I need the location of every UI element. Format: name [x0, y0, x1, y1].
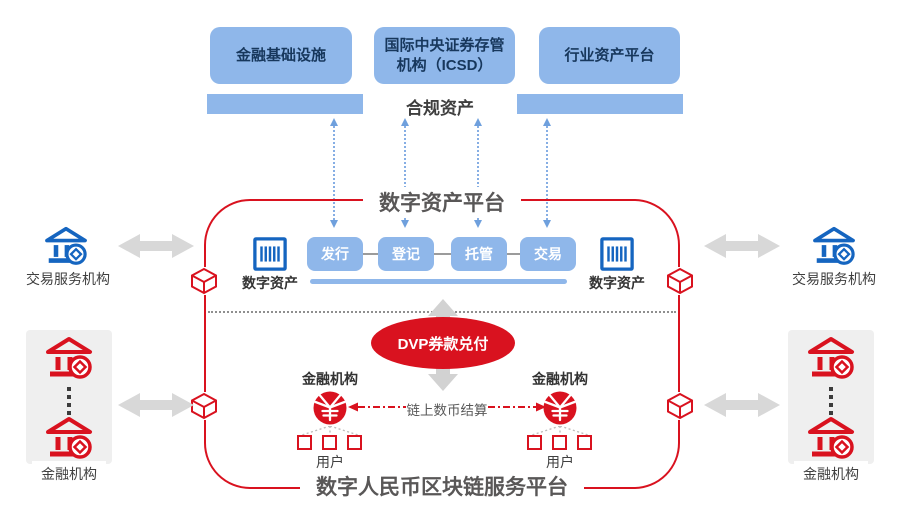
cube-icon: [190, 267, 218, 295]
double-arrow-icon: [118, 234, 194, 258]
ellipsis-dots: [67, 387, 71, 415]
barcode-icon: [600, 237, 634, 271]
financial-institution-label-left: 金融机构: [302, 371, 358, 387]
financial-institution-group-label-right: 金融机构: [794, 461, 868, 487]
bank-icon: [46, 417, 92, 459]
connector-line: [434, 253, 451, 255]
asset-platform-title: 数字资产平台: [363, 187, 521, 217]
bank-icon: [808, 337, 854, 379]
compliant-assets-bar-left: [207, 94, 363, 114]
users-label-right: 用户: [546, 454, 574, 470]
user-node: [527, 435, 542, 450]
bank-icon: [46, 337, 92, 379]
financial-institution-label-right: 金融机构: [532, 371, 588, 387]
digital-asset-label-right: 数字资产: [589, 275, 645, 291]
ellipsis-dots: [829, 387, 833, 415]
digital-asset-label-left: 数字资产: [242, 275, 298, 291]
box-financial-infrastructure: 金融基础设施: [210, 27, 352, 84]
user-node: [322, 435, 337, 450]
process-box-trade: 交易: [520, 237, 576, 271]
trading-service-label-right: 交易服务机构: [792, 271, 876, 287]
rmb-platform-title: 数字人民币区块链服务平台: [300, 471, 584, 501]
process-box-register: 登记: [378, 237, 434, 271]
user-node: [347, 435, 362, 450]
barcode-icon: [253, 237, 287, 271]
yuan-coin-icon: [313, 391, 347, 425]
dvp-badge: DVP券款兑付: [371, 317, 515, 369]
trading-service-label-left: 交易服务机构: [26, 271, 110, 287]
double-arrow-icon: [704, 234, 780, 258]
fan-lines: [301, 426, 359, 435]
user-node: [552, 435, 567, 450]
settlement-arrow-right: [488, 402, 546, 412]
dotted-flow-arrow: [543, 118, 551, 228]
process-underline-bar: [310, 279, 567, 284]
financial-institution-group-label-left: 金融机构: [32, 461, 106, 487]
cube-icon: [666, 392, 694, 420]
financial-institutions-group-right: [788, 330, 874, 464]
user-node: [297, 435, 312, 450]
box-icsd: 国际中央证券存管机构（ICSD）: [374, 27, 515, 84]
bank-icon: [808, 417, 854, 459]
user-node: [577, 435, 592, 450]
double-arrow-icon: [118, 393, 194, 417]
connector-line: [507, 253, 520, 255]
double-arrow-icon: [704, 393, 780, 417]
process-box-custody: 托管: [451, 237, 507, 271]
connector-line: [363, 253, 378, 255]
cube-icon: [190, 392, 218, 420]
dotted-flow-arrow: [474, 118, 482, 228]
dotted-flow-arrow: [330, 118, 338, 228]
cube-icon: [666, 267, 694, 295]
compliant-assets-label: 合规资产: [406, 99, 474, 118]
settlement-arrow-left: [348, 402, 406, 412]
fan-lines: [531, 426, 589, 435]
yuan-coin-icon: [543, 391, 577, 425]
box-industry-asset-platform: 行业资产平台: [539, 27, 680, 84]
settlement-label: 链上数币结算: [406, 403, 488, 418]
users-label-left: 用户: [316, 454, 344, 470]
platform-border: 数字资产平台 数字人民币区块链服务平台: [204, 187, 680, 501]
compliant-assets-bar-right: [517, 94, 683, 114]
process-box-issue: 发行: [307, 237, 363, 271]
dotted-flow-arrow: [401, 118, 409, 228]
financial-institutions-group-left: [26, 330, 112, 464]
bank-icon: [45, 226, 87, 265]
bank-icon: [813, 226, 855, 265]
